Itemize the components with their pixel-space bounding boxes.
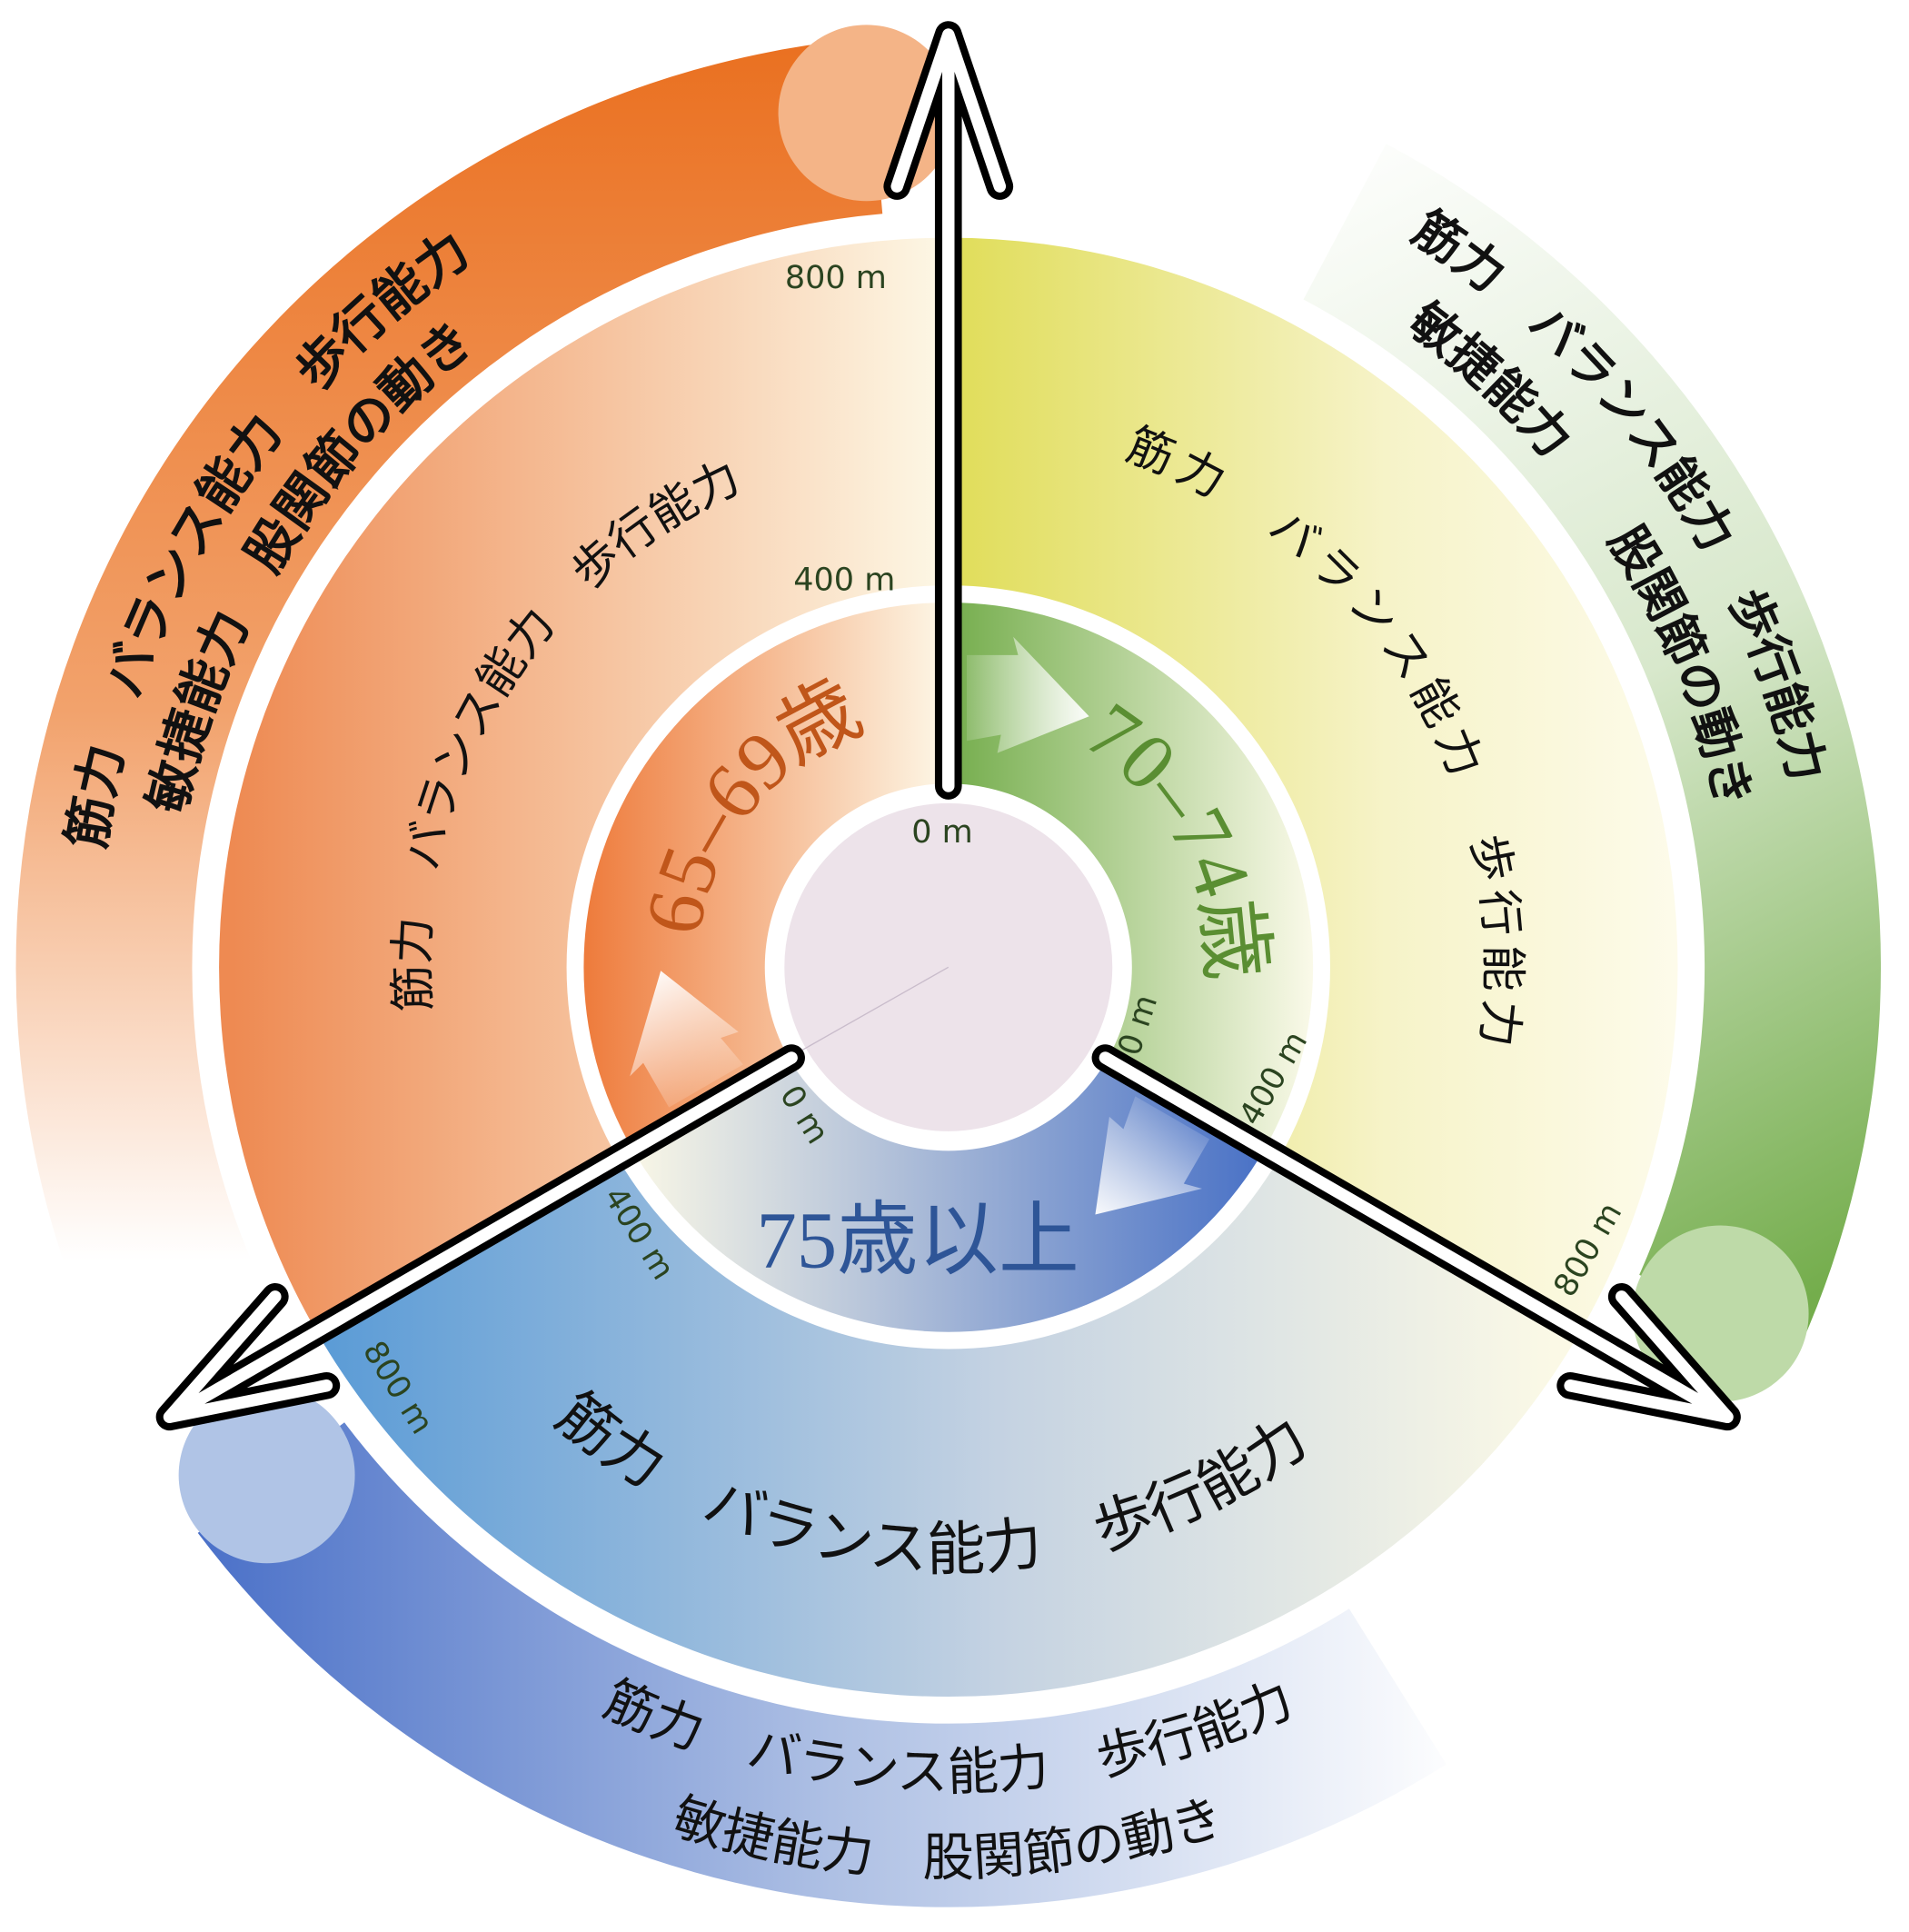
outer-arc-70-74 bbox=[1303, 144, 1882, 1347]
outer-arc-65-69 bbox=[15, 37, 883, 1347]
flow-arrows bbox=[630, 636, 1210, 1215]
label-0m-top: 0 m bbox=[911, 814, 973, 851]
center-hairline bbox=[800, 966, 950, 1051]
axis-arrow-up bbox=[883, 21, 1014, 800]
axis-arrow-lower-right bbox=[1091, 1044, 1741, 1431]
flow-arrow-75 bbox=[1095, 1096, 1210, 1215]
age-label-75: 75歳以上 bbox=[756, 1196, 1079, 1285]
sector-400m-75 bbox=[632, 1059, 1265, 1332]
sector-800m-75 bbox=[316, 1158, 1580, 1698]
axis-arrow-lower-left bbox=[155, 1044, 805, 1431]
sector-800m-65-69 bbox=[219, 237, 949, 1332]
flow-arrow-70-74 bbox=[966, 636, 1089, 753]
sector-800m-70-74 bbox=[948, 237, 1678, 1332]
flow-arrow-65-69 bbox=[630, 971, 743, 1108]
outer-arc-cap-75 bbox=[178, 1387, 355, 1564]
label-800m-top: 800 m bbox=[785, 260, 887, 296]
sector-400m-70-74 bbox=[948, 603, 1314, 1150]
ring-800m bbox=[219, 237, 1678, 1698]
outer-arc-75 bbox=[197, 1422, 1447, 1907]
label-400m-top: 400 m bbox=[793, 563, 895, 599]
axis-arrows bbox=[155, 21, 1741, 1431]
